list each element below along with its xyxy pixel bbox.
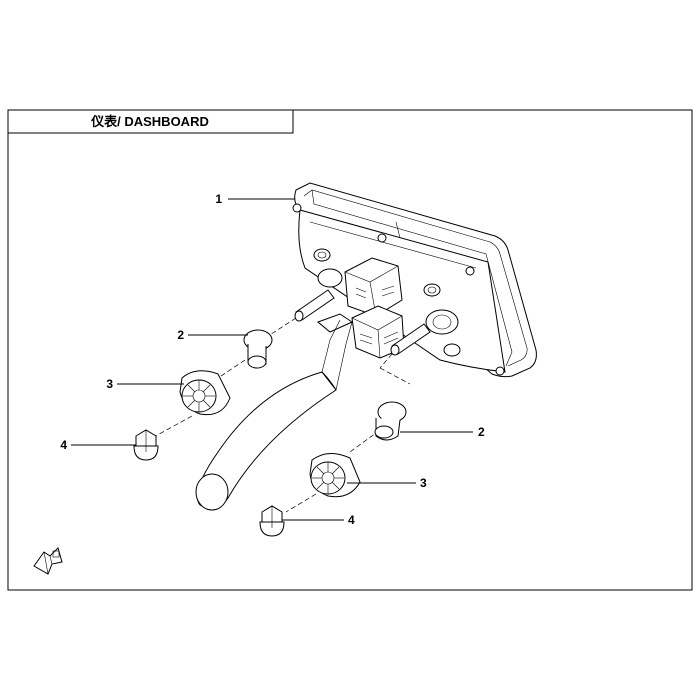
dashboard-cluster: [292, 182, 537, 378]
bushing-upper: [243, 329, 273, 369]
harness-connector: [294, 257, 431, 359]
callout-2-lower: 2: [400, 425, 485, 439]
callout-label: 4: [60, 438, 67, 452]
callout-label: 3: [420, 476, 427, 490]
callout-3-upper: 3: [106, 377, 184, 391]
wire-harness: [195, 319, 353, 511]
callout-2-upper: 2: [177, 328, 248, 342]
callout-label: 2: [177, 328, 184, 342]
grommet-upper: [179, 370, 231, 416]
callout-1: 1: [215, 192, 295, 206]
callout-label: 1: [215, 192, 222, 206]
callout-label: 4: [348, 513, 355, 527]
front-arrow-icon: [33, 547, 63, 575]
callout-label: 2: [478, 425, 485, 439]
cap-nut-upper: [133, 429, 159, 461]
callout-4-upper: 4: [60, 438, 136, 452]
callout-4-lower: 4: [282, 513, 355, 527]
callout-label: 3: [106, 377, 113, 391]
bushing-lower: [374, 401, 407, 441]
diagram-border: [7, 109, 693, 591]
cap-nut-lower: [259, 505, 285, 537]
grommet-lower: [309, 453, 361, 498]
title-box: 仪表/ DASHBOARD: [8, 110, 294, 134]
page-title: 仪表/ DASHBOARD: [90, 114, 209, 129]
callout-3-lower: 3: [347, 476, 427, 490]
